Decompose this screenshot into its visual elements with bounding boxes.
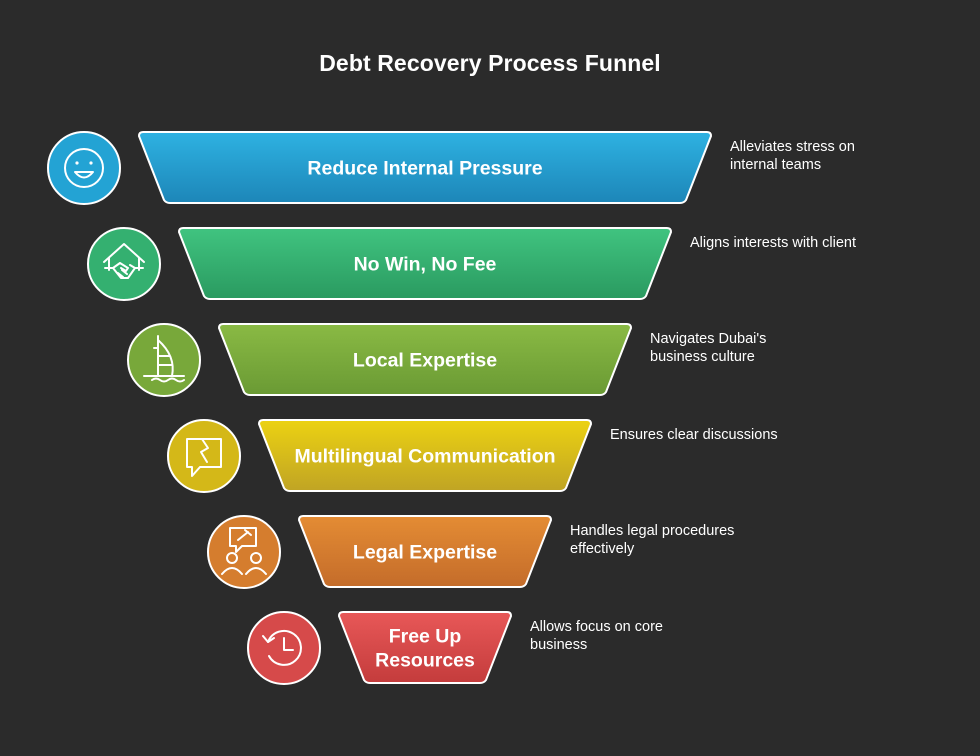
funnel-stage-2 xyxy=(177,227,673,300)
funnel-stage-label-1: Reduce Internal Pressure xyxy=(307,158,542,180)
clock-rewind-icon xyxy=(262,629,302,666)
smiley-face-icon xyxy=(64,148,104,188)
funnel-stage-label-5: Legal Expertise xyxy=(353,542,497,564)
house-handshake-icon-badge xyxy=(87,227,161,301)
funnel-stage-5 xyxy=(297,515,553,588)
stage-note-1: Alleviates stress on internal teams xyxy=(730,139,855,173)
smiley-face-icon-badge xyxy=(47,131,121,205)
funnel-stage-6 xyxy=(337,611,513,684)
funnel-stage-3 xyxy=(217,323,633,396)
speech-bubble-icon xyxy=(186,438,222,477)
stage-note-3: Navigates Dubai's business culture xyxy=(650,331,767,365)
stage-note-4: Ensures clear discussions xyxy=(610,427,778,443)
funnel-stage-1 xyxy=(137,131,713,204)
funnel-stage-label-2: No Win, No Fee xyxy=(354,254,497,276)
legal-consultation-icon-badge xyxy=(207,515,281,589)
burj-al-arab-icon-badge xyxy=(127,323,201,397)
stage-note-5: Handles legal procedures effectively xyxy=(570,523,735,557)
stage-note-2: Aligns interests with client xyxy=(690,235,857,251)
funnel-stage-4 xyxy=(257,419,593,492)
legal-consultation-icon xyxy=(221,527,267,575)
funnel-stage-label-4: Multilingual Communication xyxy=(294,446,555,468)
diagram-title: Debt Recovery Process Funnel xyxy=(319,50,661,76)
funnel-stage-label-3: Local Expertise xyxy=(353,350,497,372)
house-handshake-icon xyxy=(103,243,145,279)
burj-al-arab-icon xyxy=(143,335,185,383)
stage-note-6: Allows focus on core business xyxy=(530,619,663,653)
